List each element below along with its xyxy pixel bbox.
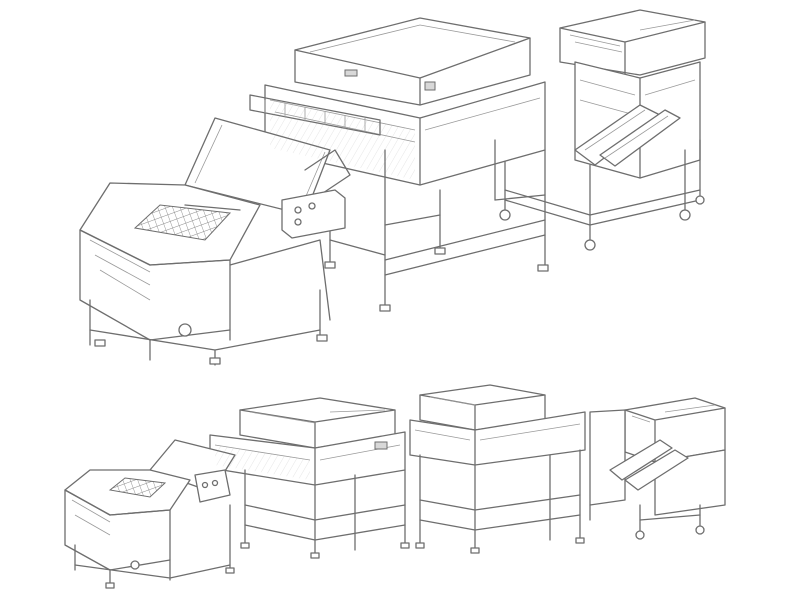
lower-feed-board (149, 439, 236, 503)
lower-machine-view (64, 384, 726, 589)
upper-hopper (79, 182, 331, 366)
lower-left-unit (209, 397, 410, 559)
upper-control-box (281, 189, 346, 239)
lower-right-unit (589, 397, 726, 540)
lower-middle-unit (409, 384, 586, 554)
lower-hopper (64, 469, 235, 589)
upper-rear-unit (499, 9, 706, 251)
upper-machine-view (79, 9, 706, 366)
